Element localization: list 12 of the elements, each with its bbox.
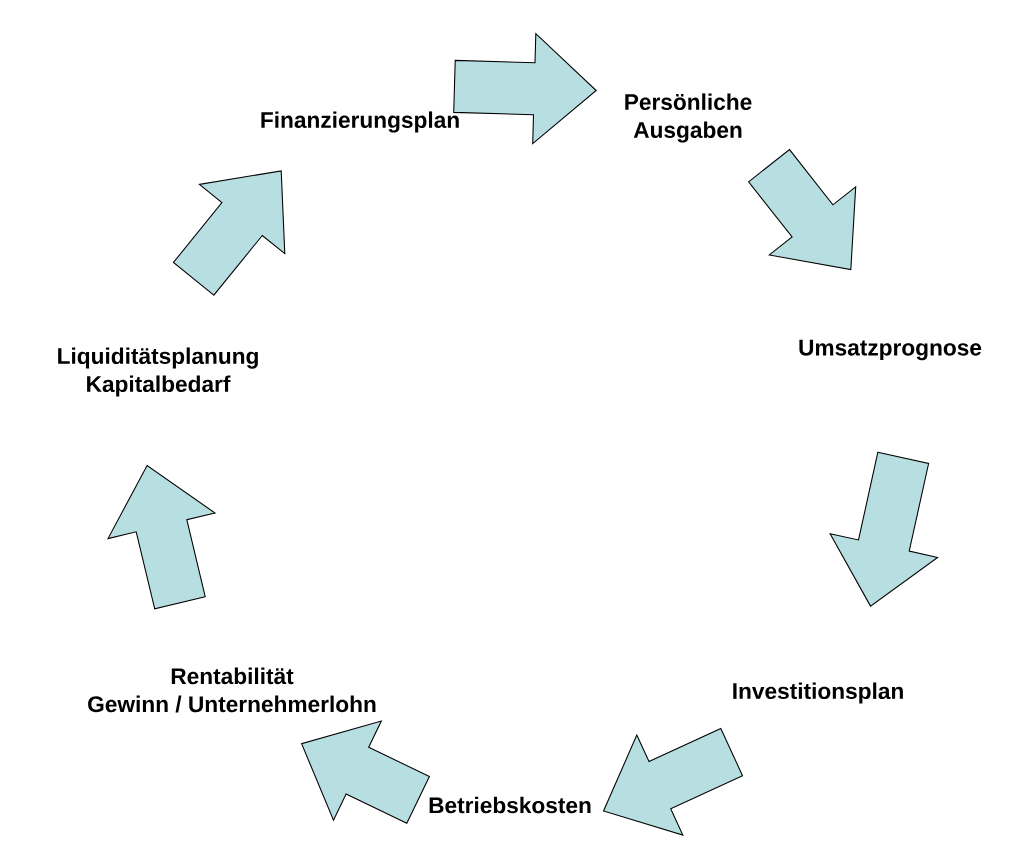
block-arrow — [829, 451, 939, 607]
step-label: Betriebskosten — [429, 796, 591, 814]
block-arrow — [453, 32, 597, 145]
step-label: Persönliche Ausgaben — [625, 93, 752, 143]
block-arrow — [602, 727, 744, 836]
step-label: Liquiditätsplanung Kapitalbedarf — [58, 347, 258, 397]
block-arrow — [172, 170, 286, 296]
step-label: Umsatzprognose — [799, 339, 982, 361]
step-label: Finanzierungsplan — [261, 111, 459, 133]
step-label: Investitionsplan — [733, 682, 903, 704]
block-arrow — [106, 464, 217, 610]
step-label: Rentabilität Gewinn / Unternehmerlohn — [88, 667, 376, 713]
